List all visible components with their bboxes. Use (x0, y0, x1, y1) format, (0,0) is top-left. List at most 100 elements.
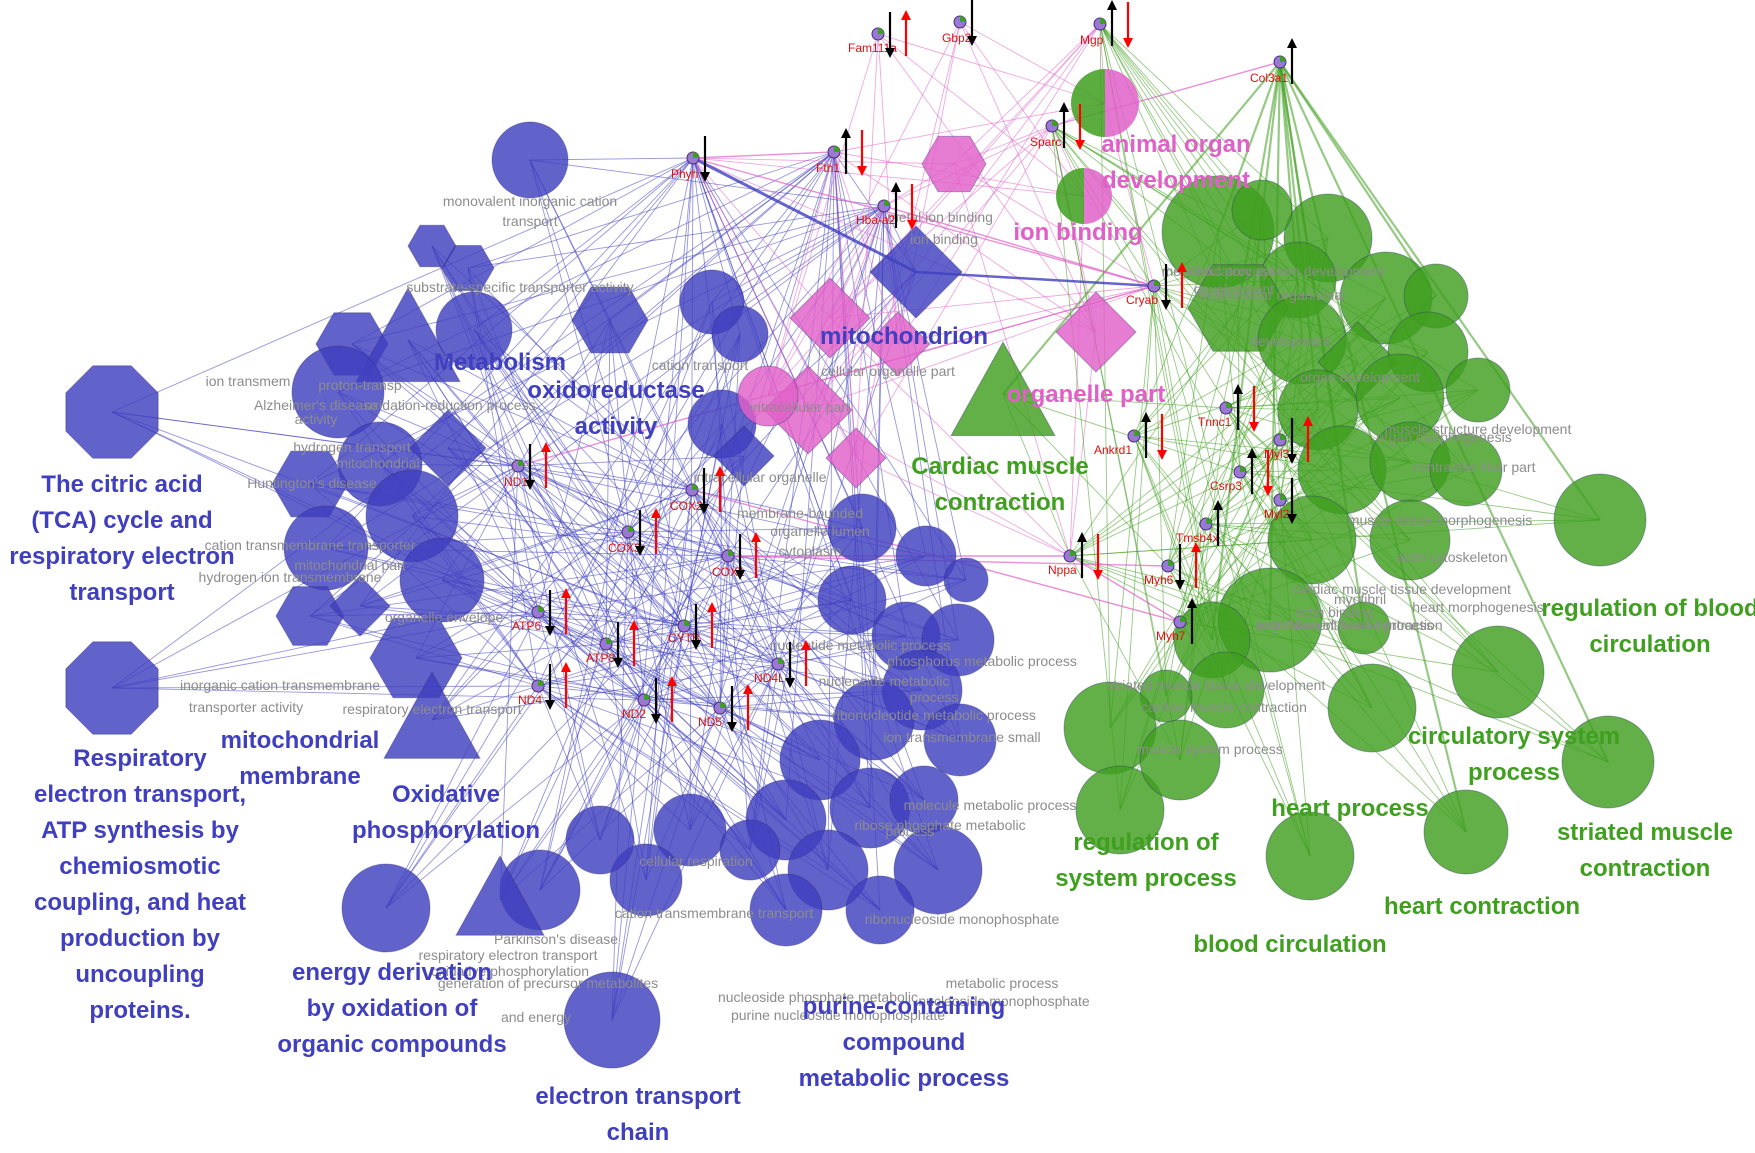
edge (111, 687, 645, 701)
arrow-down-icon (1075, 104, 1085, 150)
gene-dot-segment (878, 28, 884, 34)
arrow-down-icon (1093, 534, 1103, 580)
edge (529, 159, 779, 665)
gene-label: ND1 (504, 475, 528, 489)
term-node-circle (943, 557, 989, 603)
gene-label: Fam111a (848, 41, 897, 55)
edge (1205, 523, 1499, 673)
term-node-diamond (409, 409, 487, 487)
arrow-up-icon (1187, 598, 1197, 644)
term-label-small: organ morphogenesis (1376, 429, 1511, 445)
gene-label: COX3 (608, 541, 641, 555)
edge (767, 21, 961, 397)
term-label-small: ion transmem (206, 373, 291, 389)
edge (467, 151, 835, 269)
edge (1109, 285, 1155, 729)
edge (711, 205, 885, 303)
edge (692, 157, 831, 319)
term-label-small: ribonucleoside monophosphate (865, 911, 1060, 927)
edge (385, 685, 539, 909)
arrow-down-icon (545, 664, 555, 710)
gene-label: ND5 (698, 715, 722, 729)
edge (727, 555, 751, 851)
arrow-up-icon (715, 466, 725, 512)
term-node-diamond (865, 311, 931, 377)
edge (829, 285, 1155, 319)
arrow-up-icon (1213, 500, 1223, 546)
term-label-small: metabolic process (1162, 263, 1275, 279)
term-label-small: Huntington's disease (247, 475, 377, 491)
arrow-up-icon (651, 508, 661, 554)
term-node-hexagon (441, 245, 495, 291)
edge (111, 611, 539, 689)
gene-label: Mgp (1080, 33, 1104, 47)
term-label-small: regulation of heart contraction (1257, 617, 1442, 633)
arrow-down-icon (967, 0, 977, 46)
term-node-hexagon (571, 286, 649, 354)
gene-dot-segment (538, 680, 544, 686)
gene-label: Nppa (1048, 563, 1077, 577)
edge (447, 447, 607, 645)
edge (1225, 407, 1609, 763)
term-label-small: mitochondrial (336, 455, 419, 471)
term-label-small: intracellular part (750, 399, 850, 415)
term-label-small: muscle system process (1137, 741, 1282, 757)
gene-dot-segment (1052, 120, 1058, 126)
edge (517, 465, 601, 841)
edge (473, 329, 721, 709)
edge (537, 685, 875, 721)
edge (529, 159, 629, 533)
term-label-small: transport (502, 213, 557, 229)
edge (609, 151, 835, 321)
gene-label: Myh7 (1156, 629, 1186, 643)
gene-label: ND2 (622, 707, 646, 721)
term-label-small: ion transmembrane small (883, 729, 1040, 745)
arrow-up-icon (629, 620, 639, 666)
edge (431, 151, 835, 721)
gene-node-atp6: ATP6 (512, 588, 571, 636)
gene-dot-segment (1280, 494, 1286, 500)
edge (1153, 285, 1167, 697)
edge (953, 163, 1155, 287)
edge (325, 547, 779, 665)
gene-node-ankrd1: Ankrd1 (1094, 412, 1167, 460)
gene-label: Myl3 (1264, 447, 1290, 461)
term-label-small: actin binding (1295, 604, 1374, 620)
term-label-small: sarcomere (0, 0, 33, 3)
edge (431, 611, 539, 721)
term-label-small: ribonucleotide metabolic process (832, 707, 1036, 723)
arrow-down-icon (907, 184, 917, 230)
term-node-circle (719, 819, 781, 881)
term-label-small: ribose phosphate metabolic (854, 817, 1025, 833)
gene-node-fth1: Fth1 (816, 128, 867, 176)
arrow-up-icon (1177, 262, 1187, 308)
gene-node-myh7: Myh7 (1156, 598, 1197, 644)
term-label-small: metabolic process (946, 975, 1059, 991)
edge (829, 317, 1071, 557)
term-node-circle (1075, 765, 1165, 855)
gene-dot-segment (960, 16, 966, 22)
term-label-small: metal ion binding (887, 209, 993, 225)
edge (517, 465, 923, 691)
edge (467, 267, 729, 557)
gene-node-cytb: CYTB (668, 602, 717, 650)
gene-label: ND4 (518, 693, 542, 707)
split-half-green (1056, 168, 1084, 224)
edge (111, 685, 539, 689)
arrow-down-icon (635, 510, 645, 556)
term-label-small: substrate-specific transporter activity (406, 279, 633, 295)
term-label-small: cellular respiration (639, 853, 753, 869)
edge (447, 157, 694, 449)
term-label-small: cardiac muscle contraction (1141, 699, 1307, 715)
term-node-circle (1553, 473, 1647, 567)
split-half-green (1071, 69, 1105, 137)
edge (111, 151, 835, 689)
gene-label: Tmsb4x (1176, 531, 1219, 545)
arrow-down-icon (1287, 478, 1297, 524)
